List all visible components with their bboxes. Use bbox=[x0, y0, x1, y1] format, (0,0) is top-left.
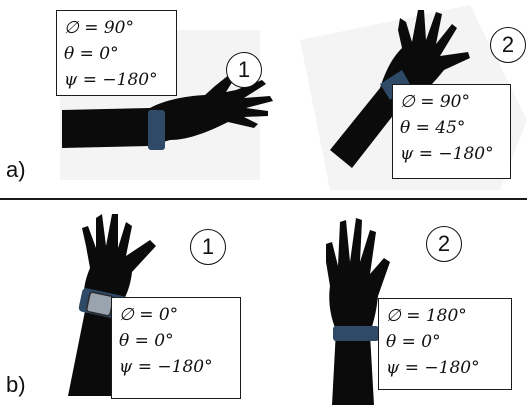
phi-value: ∅ = 90° bbox=[64, 18, 134, 38]
pose-number-badge-a1: 1 bbox=[226, 52, 262, 88]
phi-value: ∅ = 0° bbox=[119, 305, 179, 325]
angle-box-a1: ∅ = 90° θ = 0° ψ = −180° bbox=[56, 10, 177, 96]
pose-number-badge-b1: 1 bbox=[190, 229, 226, 265]
psi-value: ψ = −180° bbox=[400, 144, 494, 164]
panel-label-b: b) bbox=[6, 372, 26, 397]
pose-number-badge-a2: 2 bbox=[490, 27, 526, 63]
wristband-a1 bbox=[148, 110, 165, 150]
psi-value: ψ = −180° bbox=[119, 357, 213, 377]
wristband-b2 bbox=[333, 326, 379, 341]
panel-divider bbox=[0, 198, 527, 200]
theta-value: θ = 0° bbox=[64, 44, 119, 64]
pose-number-badge-b2: 2 bbox=[426, 226, 462, 262]
hand-silhouette-a1 bbox=[62, 74, 273, 150]
smartwatch-face-b1 bbox=[85, 291, 115, 317]
angle-box-b2: ∅ = 180° θ = 0° ψ = −180° bbox=[378, 298, 512, 390]
psi-value: ψ = −180° bbox=[64, 70, 158, 90]
psi-value: ψ = −180° bbox=[386, 358, 480, 378]
theta-value: θ = 0° bbox=[119, 331, 174, 351]
phi-value: ∅ = 90° bbox=[400, 92, 470, 112]
theta-value: θ = 45° bbox=[400, 118, 466, 138]
hand-silhouette-b2 bbox=[326, 218, 390, 405]
panel-label-a: a) bbox=[6, 157, 26, 182]
phi-value: ∅ = 180° bbox=[386, 306, 467, 326]
theta-value: θ = 0° bbox=[386, 332, 441, 352]
angle-box-b1: ∅ = 0° θ = 0° ψ = −180° bbox=[111, 297, 241, 399]
angle-box-a2: ∅ = 90° θ = 45° ψ = −180° bbox=[392, 84, 511, 179]
